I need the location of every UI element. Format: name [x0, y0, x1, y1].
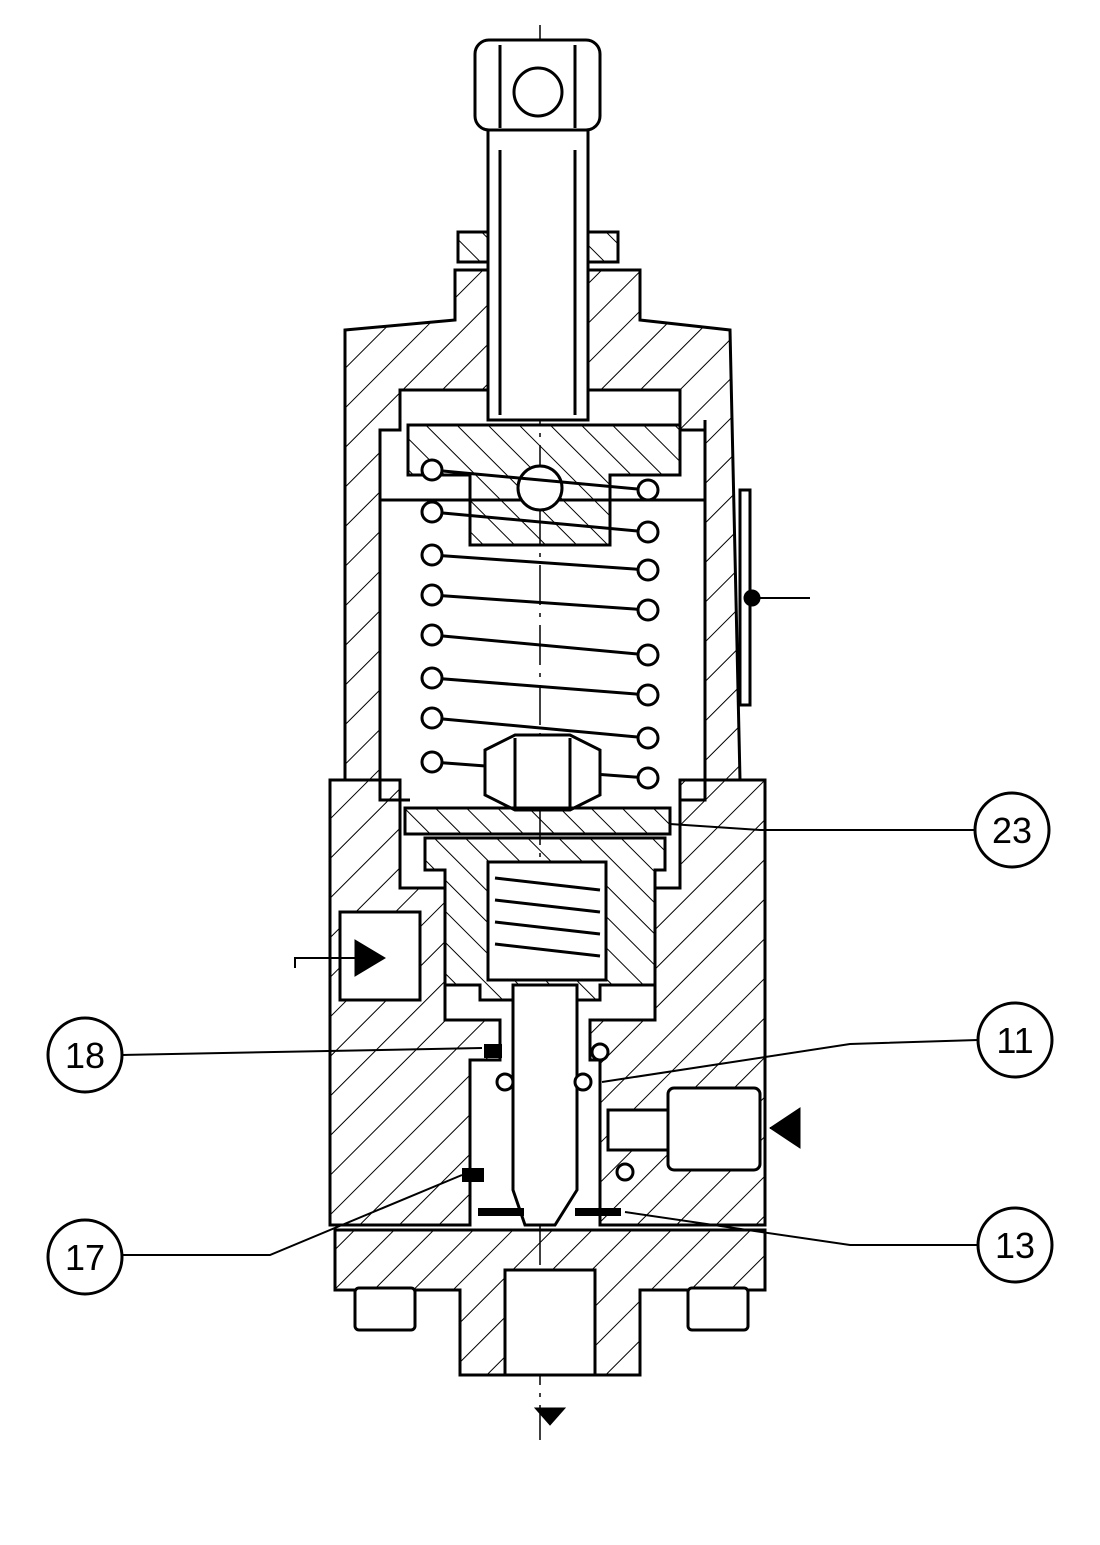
pilot-spring: [494, 876, 601, 958]
valve-stem: [511, 983, 579, 1227]
svg-text:18: 18: [65, 1035, 105, 1076]
main-spring: [420, 458, 660, 790]
bottom-cap: [333, 1228, 767, 1377]
adjusting-spindle: [486, 128, 590, 422]
lock-nut: [456, 230, 620, 264]
pilot-spring-housing: [423, 836, 667, 1002]
ball-pivot: [516, 464, 564, 512]
flow-arrows: [294, 589, 810, 1426]
leader-lines: [121, 823, 979, 1256]
callout-23: 23: [973, 791, 1051, 869]
lower-spring-plate: [403, 806, 672, 836]
svg-text:11: 11: [996, 1020, 1033, 1061]
svg-text:13: 13: [995, 1225, 1035, 1266]
svg-text:17: 17: [65, 1237, 105, 1278]
svg-text:23: 23: [992, 810, 1032, 851]
outlet-port-right: [606, 1086, 762, 1172]
callout-11: 11: [976, 1001, 1054, 1079]
callout-18: 18: [46, 1016, 124, 1094]
callout-17: 17: [46, 1218, 124, 1296]
spring-nut: [483, 733, 602, 812]
callout-13: 13: [976, 1206, 1054, 1284]
top-hex-nut: [473, 38, 602, 132]
o-ring-seals: [462, 1042, 635, 1216]
